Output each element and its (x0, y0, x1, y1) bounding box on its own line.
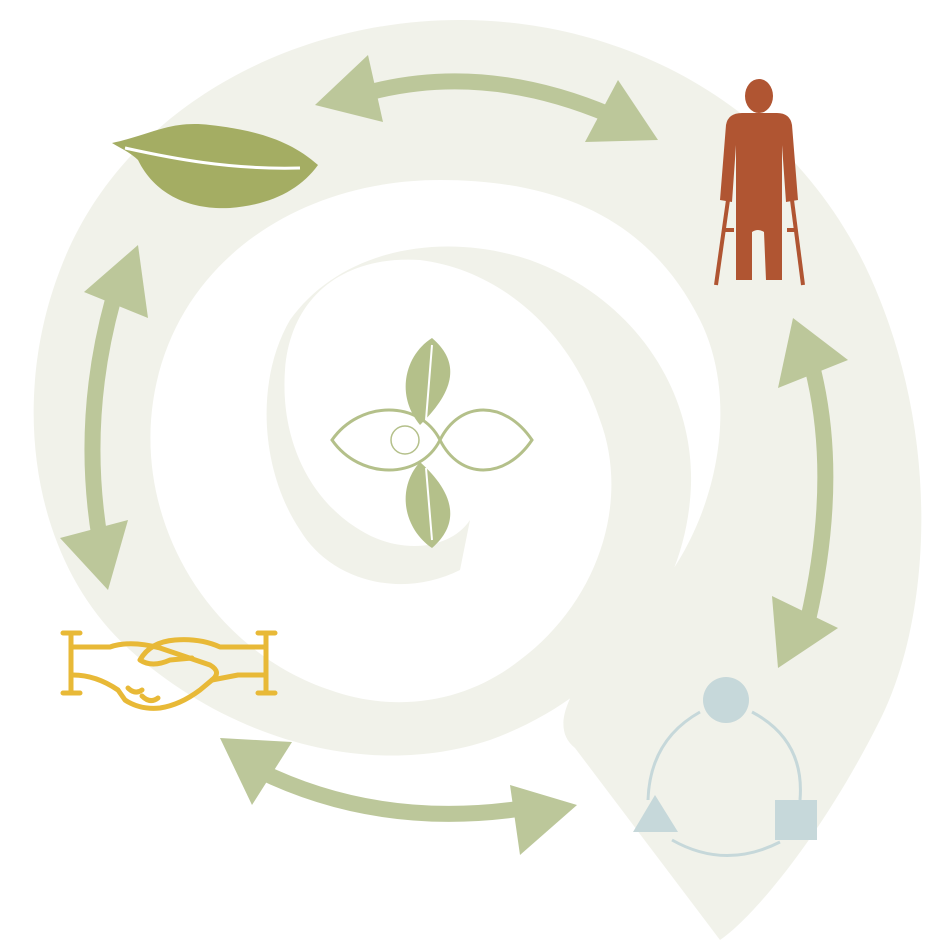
person-with-crutches-icon (714, 79, 805, 286)
spiral-background (33, 20, 922, 940)
leaf-knot-icon (330, 338, 534, 548)
arrow-partnership-nature (60, 245, 148, 590)
leaf-icon (112, 124, 318, 209)
handshake-icon (60, 630, 278, 711)
arrows (60, 55, 848, 855)
arrow-disability-systems (772, 318, 848, 668)
spiral-outer-band (33, 20, 922, 940)
arrow-systems-partnership (220, 738, 577, 855)
shapes-cycle-icon (633, 677, 817, 857)
arrow-nature-disability (315, 55, 658, 142)
